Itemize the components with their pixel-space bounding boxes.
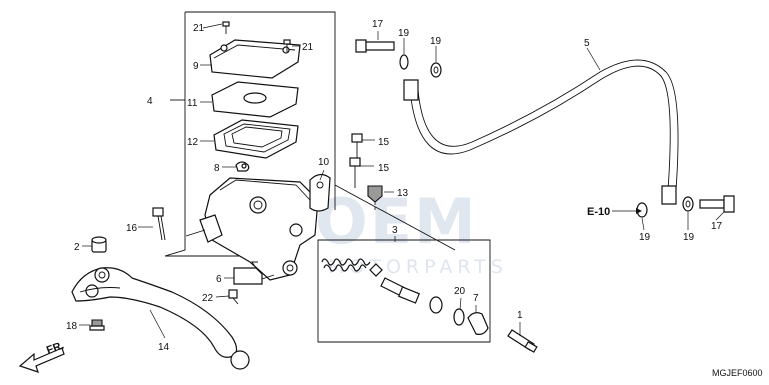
clutch-hose-5 <box>403 59 679 205</box>
callout-21-right: 21 <box>302 42 314 53</box>
callout-19-upper-b: 19 <box>430 36 442 47</box>
banjo-bolt-17-lower <box>699 195 735 213</box>
assembly-frame-4 <box>164 11 456 257</box>
washer-19-upper-a <box>399 54 409 70</box>
callout-6: 6 <box>216 274 222 285</box>
washer-19-upper-b <box>430 62 442 78</box>
callout-4: 4 <box>147 96 153 107</box>
screw-21-right <box>283 39 291 52</box>
watermark-sub: MOTORPARTS <box>328 256 508 278</box>
callout-7: 7 <box>473 293 479 304</box>
callout-9: 9 <box>193 61 199 72</box>
callout-11: 11 <box>187 98 198 109</box>
callout-19-upper-a: 19 <box>398 28 410 39</box>
callout-18: 18 <box>66 321 78 332</box>
callout-19-lower-a: 19 <box>639 232 651 243</box>
callout-17-lower: 17 <box>711 221 723 232</box>
callout-3: 3 <box>392 225 398 236</box>
diaphragm-plate <box>211 81 299 118</box>
callout-17-upper: 17 <box>372 19 384 30</box>
callout-5: 5 <box>584 38 590 49</box>
pivot-bolt-16 <box>152 207 166 241</box>
leader-lines <box>79 23 725 339</box>
callout-15-lower: 15 <box>378 163 390 174</box>
diaphragm <box>213 119 299 159</box>
clutch-switch-6 <box>233 261 275 285</box>
callout-13: 13 <box>397 188 409 199</box>
piston-kit-3 <box>321 258 443 314</box>
front-direction-arrow: FR. <box>18 339 66 373</box>
callout-1: 1 <box>517 310 523 321</box>
bolt-15-lower <box>349 157 361 188</box>
callout-10: 10 <box>318 157 330 168</box>
boot-7 <box>467 312 489 335</box>
clutch-lever-14 <box>71 267 250 370</box>
callout-20: 20 <box>454 286 466 297</box>
watermark-main: OEM <box>315 185 478 258</box>
callout-15-upper: 15 <box>378 137 390 148</box>
banjo-bolt-17-upper <box>355 39 395 53</box>
assembly-frame-3 <box>317 239 491 343</box>
washer-19-lower-b <box>682 196 694 212</box>
holder-10 <box>309 173 331 212</box>
callout-16: 16 <box>126 223 138 234</box>
front-arrow-label: FR. <box>45 339 66 356</box>
callout-8: 8 <box>214 163 220 174</box>
reference-label-e10: E-10 <box>587 206 610 218</box>
screw-22 <box>228 289 239 305</box>
callout-2: 2 <box>74 242 80 253</box>
clip-8 <box>235 161 250 172</box>
callout-12: 12 <box>187 137 199 148</box>
master-cylinder-body <box>185 177 319 281</box>
screw-21-left <box>222 21 230 34</box>
circlip-20 <box>453 308 465 326</box>
bush-2 <box>91 236 107 253</box>
reservoir-cap <box>209 39 301 79</box>
callout-22: 22 <box>202 293 214 304</box>
cap-13 <box>367 185 383 212</box>
callout-numbers: 21 21 9 4 11 12 8 10 15 15 13 16 2 3 6 2… <box>66 19 723 353</box>
diagram-code: MGJEF0600 <box>712 368 763 378</box>
callout-21-left: 21 <box>193 23 205 34</box>
push-rod-1 <box>507 329 538 353</box>
callout-14: 14 <box>158 342 170 353</box>
callout-19-lower-b: 19 <box>683 232 695 243</box>
bolt-18 <box>89 319 105 331</box>
